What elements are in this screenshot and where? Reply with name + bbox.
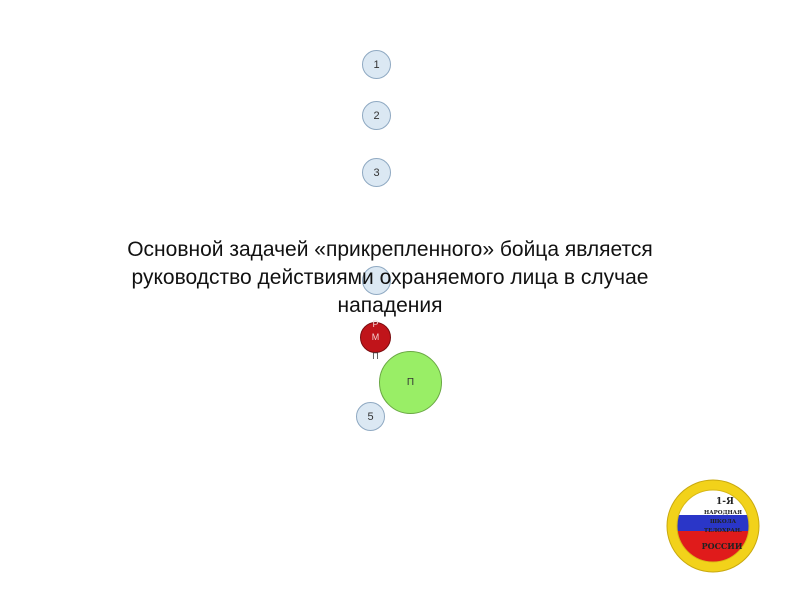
protected-person-label: П — [406, 377, 415, 388]
caption-line-2: руководство действиями охраняемого лица … — [131, 266, 649, 289]
slide-caption: Основной задачей «прикрепленного» бойца … — [60, 236, 720, 320]
attached-node-label: М — [371, 332, 380, 342]
guard-node-4 — [362, 266, 391, 295]
guard-node-5-label: 5 — [367, 410, 374, 423]
attached-node-top-label: Р — [372, 319, 379, 329]
guard-node-1-label: 1 — [373, 58, 380, 71]
emblem-text-2: НАРОДНАЯ — [704, 510, 742, 516]
caption-line-1: Основной задачей «прикрепленного» бойца … — [127, 238, 653, 261]
guard-node-5: 5 — [356, 402, 385, 431]
emblem-text-5: РОССИИ — [702, 541, 743, 551]
guard-node-2: 2 — [362, 101, 391, 130]
caption-line-3: нападения — [337, 294, 443, 317]
protected-person-node: П — [379, 351, 442, 414]
school-emblem-logo: 1-Я НАРОДНАЯ ШКОЛА ТЕЛОХРАН. РОССИИ — [666, 479, 760, 573]
guard-node-3-label: 3 — [373, 166, 380, 179]
attached-fighter-node: Р М П — [360, 319, 391, 361]
guard-node-2-label: 2 — [373, 109, 380, 122]
emblem-text-3: ШКОЛА — [710, 519, 737, 525]
guard-node-3: 3 — [362, 158, 391, 187]
attached-node-bottom-label: П — [372, 351, 379, 361]
guard-node-1: 1 — [362, 50, 391, 79]
emblem-text-4: ТЕЛОХРАН. — [704, 528, 742, 534]
emblem-text-1: 1-Я — [716, 497, 734, 507]
